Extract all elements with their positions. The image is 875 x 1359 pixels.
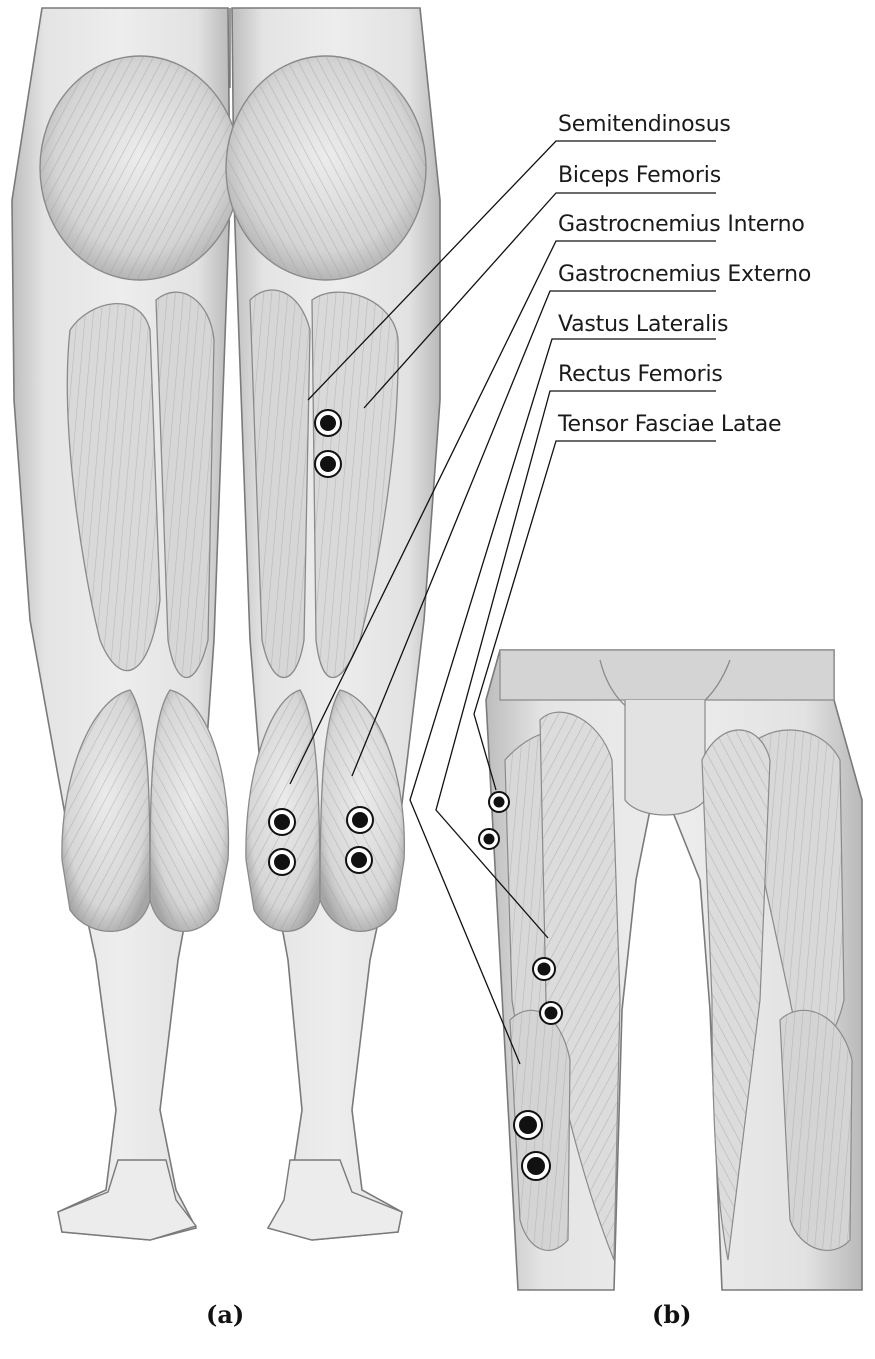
label-biceps-femoris: Biceps Femoris [558,163,721,188]
label-rectus-femoris: Rectus Femoris [558,362,723,387]
label-semitendinosus: Semitendinosus [558,112,731,137]
panel-label-a: (a) [206,1300,244,1329]
label-vastus-lateralis: Vastus Lateralis [558,312,728,337]
panel-label-b: (b) [652,1300,692,1329]
label-tensor-fasciae-latae: Tensor Fasciae Latae [558,412,781,437]
posterior-legs-illustration [12,8,440,1240]
label-gastrocnemius-externo: Gastrocnemius Externo [558,262,811,287]
label-gastrocnemius-interno: Gastrocnemius Interno [558,212,805,237]
